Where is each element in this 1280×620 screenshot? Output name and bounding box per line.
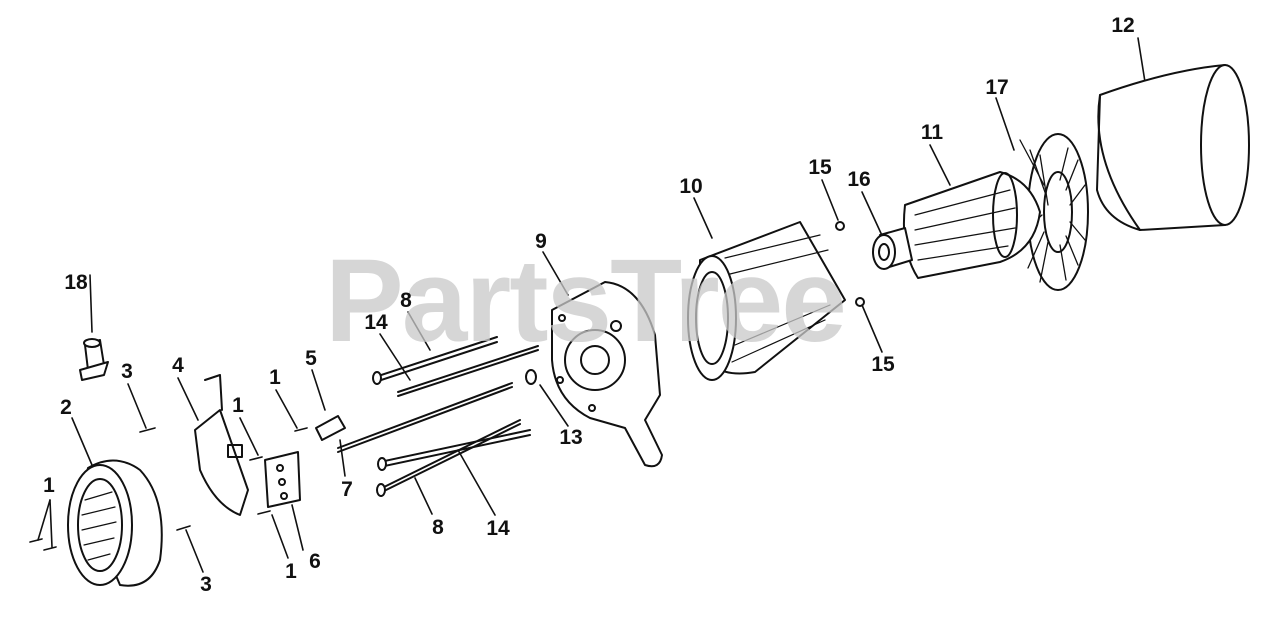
callout-7: 7 (341, 478, 353, 501)
callout-12: 12 (1111, 14, 1135, 37)
part-6-terminal (264, 451, 301, 508)
callout-3-bottom: 3 (200, 573, 212, 596)
callout-5: 5 (305, 347, 317, 370)
callout-15-bottom: 15 (871, 353, 895, 376)
callout-4: 4 (172, 354, 184, 377)
leader-lines (37, 37, 1146, 573)
part-5-bracket (315, 415, 346, 441)
callout-1-board: 1 (232, 394, 244, 417)
callout-2: 2 (60, 396, 72, 419)
callout-6: 6 (309, 550, 321, 573)
callout-15-top: 15 (808, 156, 832, 179)
callout-16: 16 (847, 168, 871, 191)
callout-3-top: 3 (121, 360, 133, 383)
part-4-board (194, 374, 249, 516)
part-12-cover (1096, 64, 1250, 231)
callout-1-bottom: 1 (285, 560, 297, 583)
callout-8-bottom: 8 (432, 516, 444, 539)
screws (29, 427, 308, 551)
part-11-rotor (902, 171, 1041, 279)
part-9-end-bracket (551, 281, 663, 468)
part-15-nuts (835, 221, 865, 307)
callout-18: 18 (64, 271, 88, 294)
part-14-rods (376, 345, 539, 497)
part-17-fan (1019, 133, 1089, 291)
callout-11: 11 (920, 121, 944, 144)
callout-17: 17 (985, 76, 1009, 99)
callout-9: 9 (535, 230, 547, 253)
callout-14-bottom: 14 (486, 517, 510, 540)
part-7-pin (337, 382, 513, 453)
callout-1-center: 1 (269, 366, 281, 389)
callout-13: 13 (559, 426, 583, 449)
part-10-stator (687, 221, 846, 381)
part-2-end-cover (67, 459, 163, 587)
callout-1-left: 1 (43, 474, 55, 497)
part-18-plug (79, 338, 109, 381)
part-16-bearing (872, 227, 913, 270)
part-13-washer (525, 369, 537, 385)
callout-8-top: 8 (400, 289, 412, 312)
callout-10: 10 (679, 175, 703, 198)
callout-14-top: 14 (364, 311, 388, 334)
